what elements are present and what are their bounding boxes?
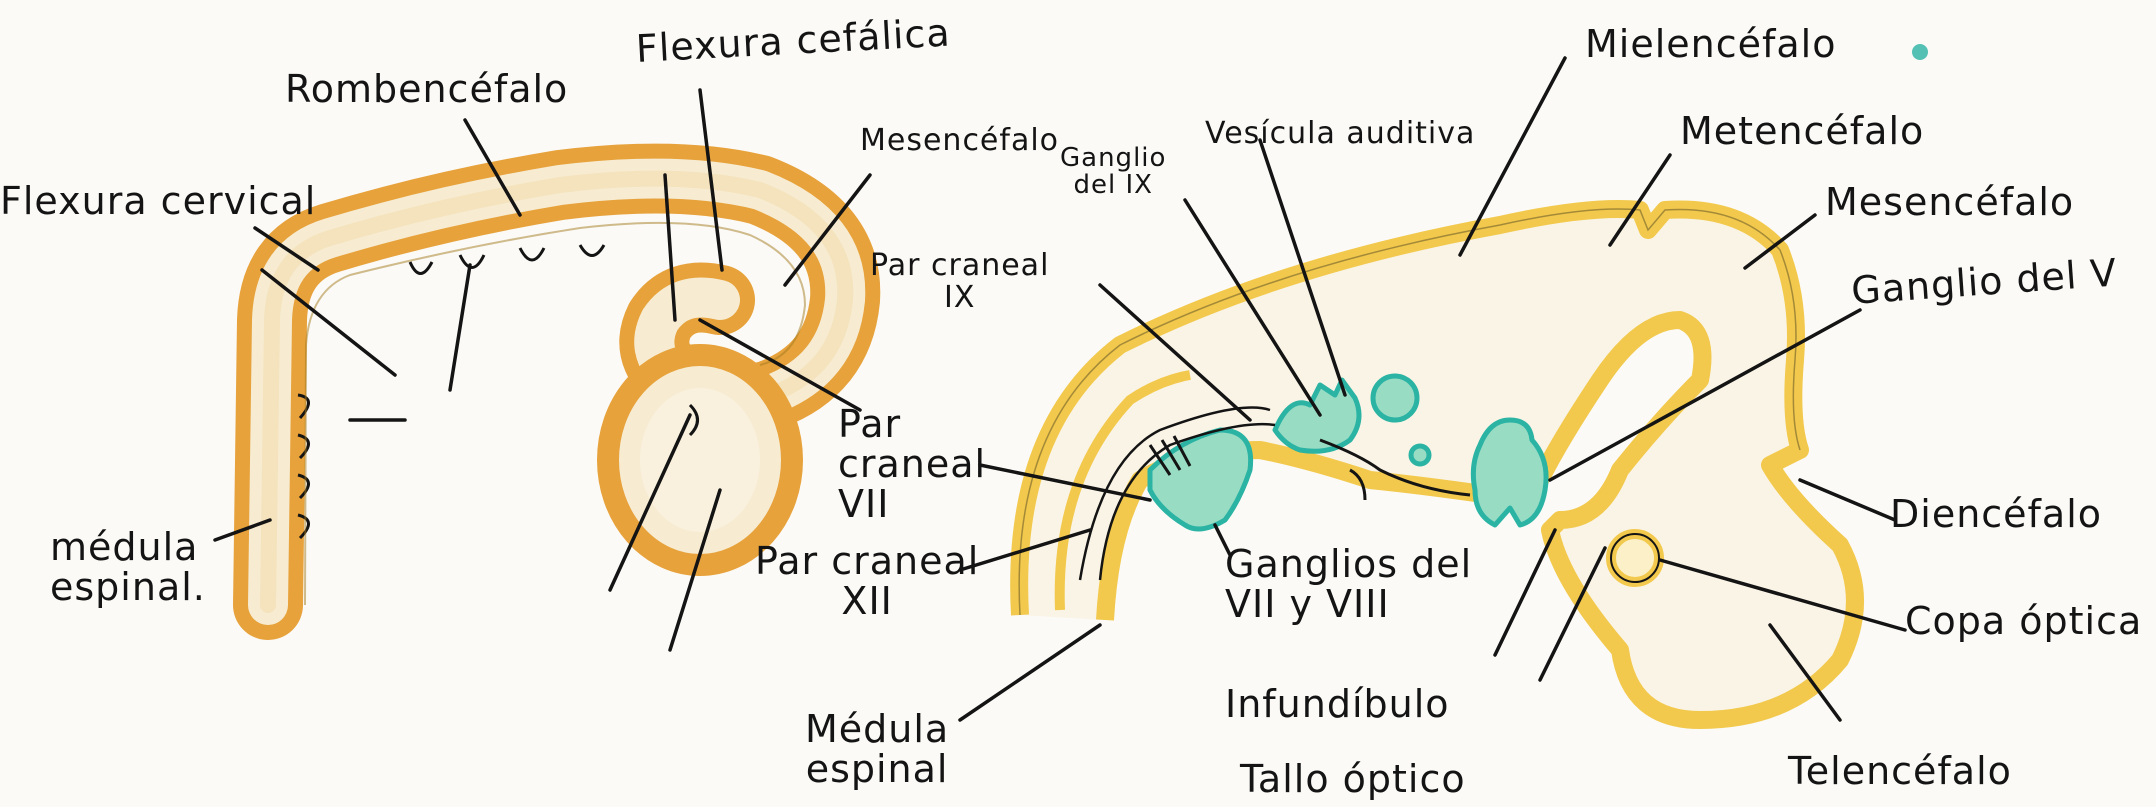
label-vesicula-auditiva: Vesícula auditiva — [1205, 118, 1475, 150]
otic-vesicle — [1373, 376, 1417, 420]
label-rombencefalo: Rombencéfalo — [285, 70, 568, 110]
label-flexura-cervical: Flexura cervical — [0, 182, 316, 222]
label-medula-espinal-right: Médula espinal — [805, 710, 949, 790]
label-mielencefalo: Mielencéfalo — [1585, 25, 1837, 65]
label-mesencefalo-right: Mesencéfalo — [1825, 183, 2074, 223]
label-medula-espinal-left: médula espinal. — [50, 528, 206, 608]
label-telencefalo: Telencéfalo — [1788, 752, 2012, 792]
label-diencefalo: Diencéfalo — [1890, 495, 2102, 535]
right-embryo — [1019, 209, 1855, 720]
label-par-craneal-ix: Par craneal IX — [870, 250, 1049, 313]
label-tallo-optico: Tallo óptico — [1240, 760, 1466, 800]
label-metencefalo: Metencéfalo — [1680, 112, 1924, 152]
label-par-craneal-xii: Par craneal XII — [755, 542, 979, 622]
label-infundibulo: Infundíbulo — [1225, 685, 1450, 725]
label-ganglio-ix: Ganglio del IX — [1060, 145, 1166, 200]
label-mesencefalo-left: Mesencéfalo — [860, 125, 1059, 157]
label-ganglios-vii-viii: Ganglios del VII y VIII — [1225, 545, 1472, 625]
label-copa-optica: Copa óptica — [1905, 602, 2142, 642]
label-par-craneal-vii: Par craneal VII — [838, 405, 986, 525]
